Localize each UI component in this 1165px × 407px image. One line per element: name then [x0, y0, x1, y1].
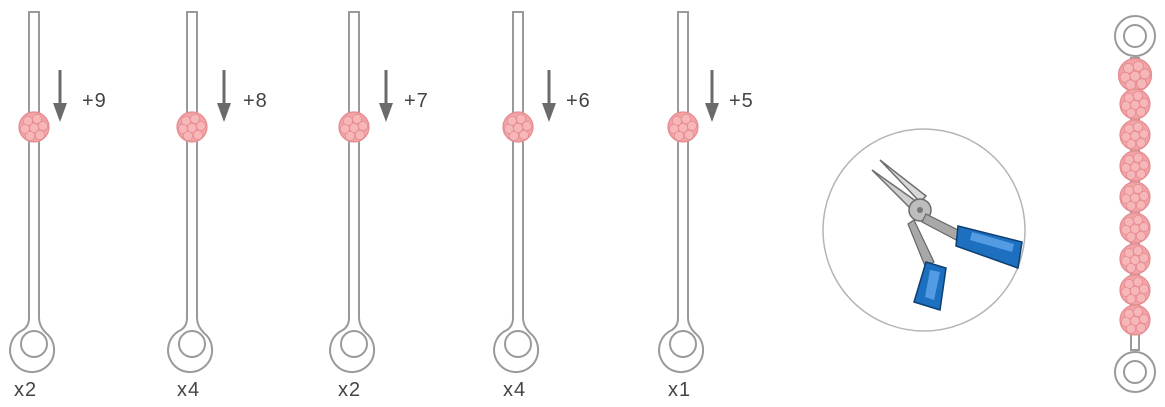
bead-increment-label: +6: [566, 90, 591, 112]
bead-increment-label: +8: [243, 90, 268, 112]
bead: [176, 111, 208, 143]
bead-increment-label: +5: [729, 90, 754, 112]
pin-count-label: x1: [668, 379, 691, 401]
eye-pin-4: +6 x4: [493, 11, 591, 401]
down-arrow-icon: [53, 70, 67, 122]
bead: [1119, 274, 1151, 306]
bead-increment-label: +7: [404, 90, 429, 112]
bead: [1119, 304, 1151, 336]
bead: [338, 111, 370, 143]
bead: [502, 111, 534, 143]
bead: [667, 111, 699, 143]
bead: [1119, 150, 1151, 182]
down-arrow-icon: [705, 70, 719, 122]
pliers-icon: [822, 128, 1026, 332]
bead: [1119, 243, 1151, 275]
bead: [1119, 88, 1151, 120]
pin-count-label: x4: [177, 379, 200, 401]
bead-increment-label: +9: [82, 90, 107, 112]
bead: [1119, 212, 1151, 244]
eye-pin-3: +7 x2: [329, 11, 429, 401]
bead: [18, 111, 50, 143]
bead: [1119, 119, 1151, 151]
down-arrow-icon: [542, 70, 556, 122]
bead: [1117, 57, 1153, 93]
pin-count-label: x4: [503, 379, 526, 401]
bead: [1119, 181, 1151, 213]
pin-count-label: x2: [14, 379, 37, 401]
eye-pin-5: +5 x1: [658, 11, 754, 401]
beaded-chain-icon: [1114, 15, 1156, 393]
down-arrow-icon: [217, 70, 231, 122]
down-arrow-icon: [379, 70, 393, 122]
eye-pin-1: +9 x2: [9, 11, 107, 401]
eye-pin-2: +8 x4: [167, 11, 268, 401]
pin-count-label: x2: [338, 379, 361, 401]
